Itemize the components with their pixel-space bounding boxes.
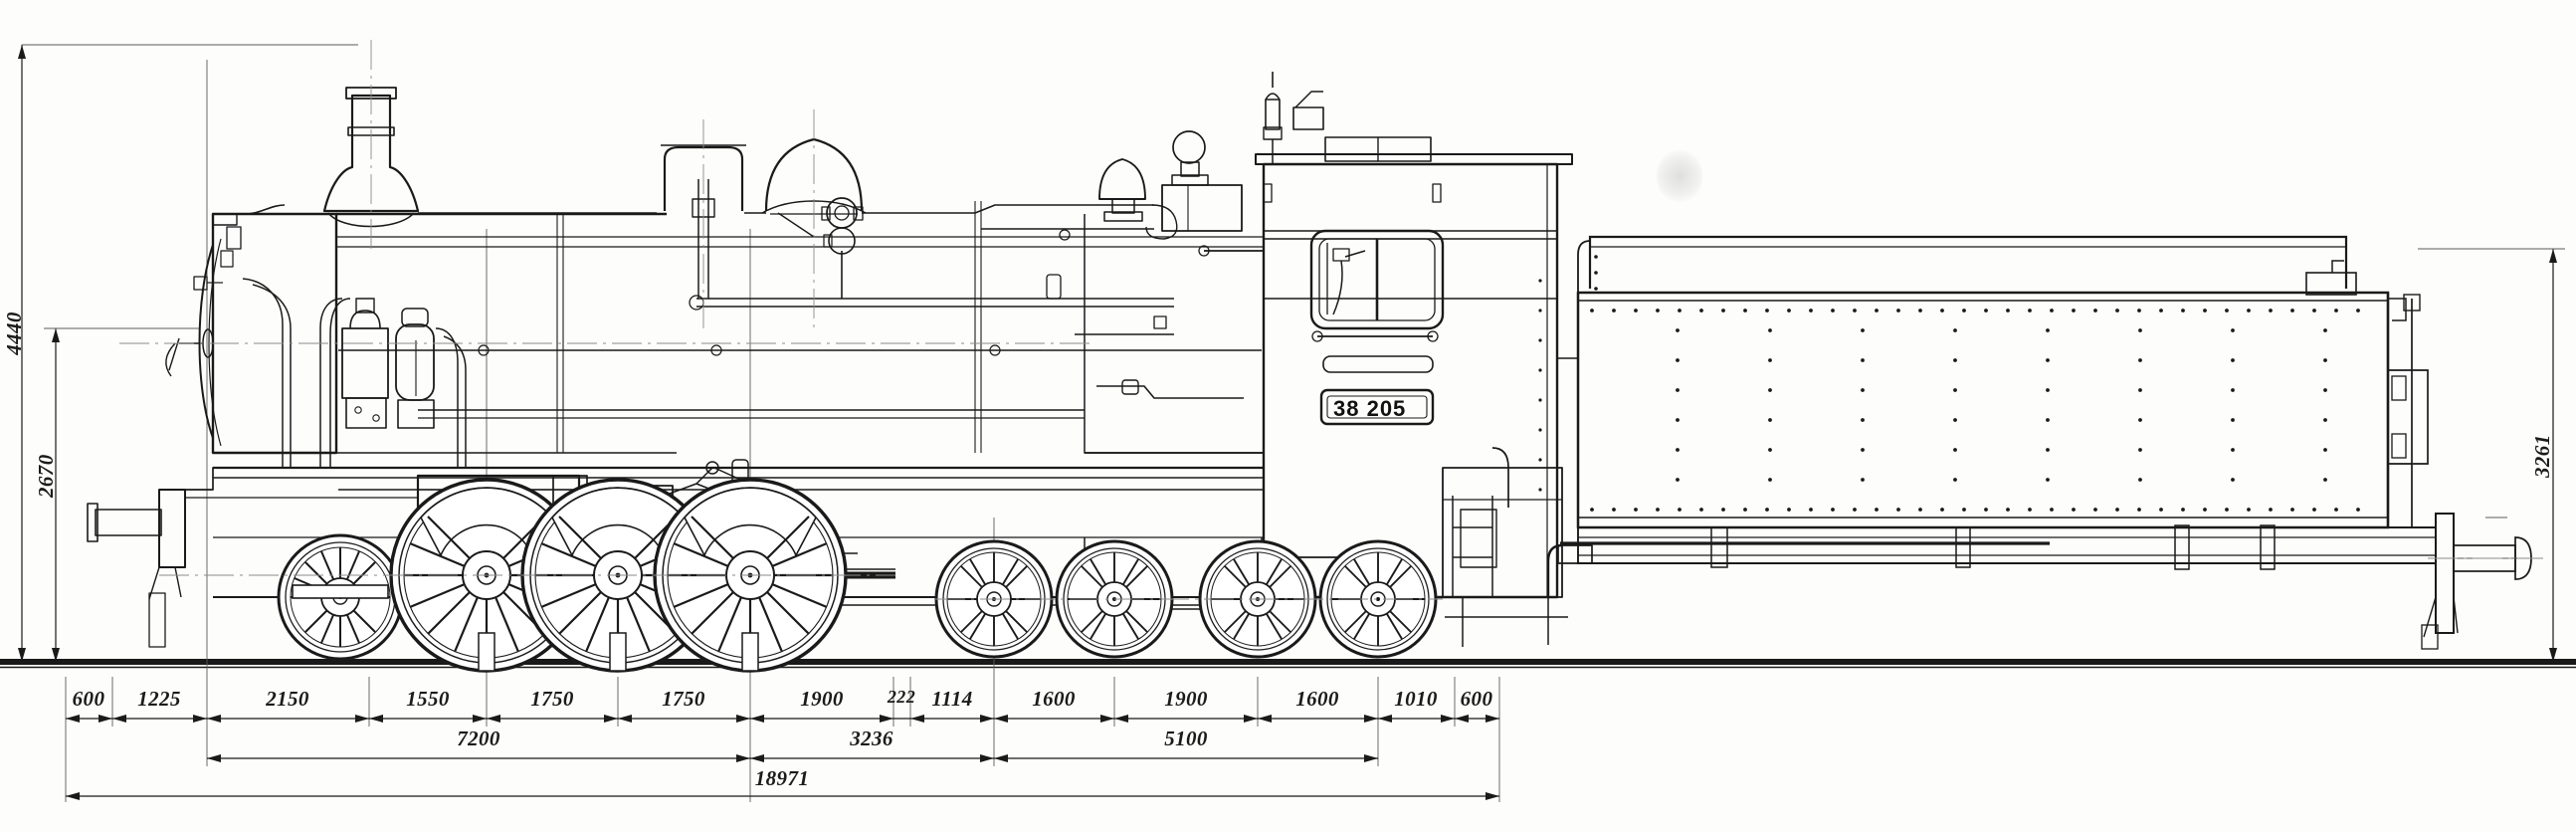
dim-label-1600-a: 1600 <box>1032 687 1076 711</box>
turbogenerator <box>1263 72 1324 164</box>
air-pump-cluster <box>341 298 435 429</box>
dim-label-1750-a: 1750 <box>530 687 574 711</box>
boiler-side-fittings <box>1075 315 1244 399</box>
safety-valve-cluster <box>1098 158 1146 222</box>
rear-drag-box <box>1442 467 1593 647</box>
dim-label-1225: 1225 <box>137 687 181 711</box>
dim-line-tender-height-right <box>2418 248 2565 662</box>
tender-coal-rails <box>1577 235 2348 293</box>
firebox <box>1084 214 1265 454</box>
dim-label-1550: 1550 <box>406 687 450 711</box>
dim-label-600-front: 600 <box>72 687 105 711</box>
feedwater-piping <box>242 278 467 468</box>
dim-label-5100: 5100 <box>1164 727 1208 750</box>
front-buffer-beam <box>87 489 186 648</box>
dim-label-3261: 3261 <box>2530 434 2554 478</box>
dim-label-3236: 3236 <box>850 727 893 750</box>
locomotive-number-plate-text: 38 205 <box>1333 396 1407 421</box>
tender-axle-3 <box>1198 539 1317 659</box>
dim-label-1600-b: 1600 <box>1295 687 1339 711</box>
dim-label-overall-height-left: 4440 <box>2 312 26 355</box>
dim-label-18971: 18971 <box>754 766 810 790</box>
dim-label-1900-b: 1900 <box>1164 687 1208 711</box>
tender-rivets <box>1590 309 2360 512</box>
dim-label-1900-a: 1900 <box>800 687 844 711</box>
dim-label-600-rear: 600 <box>1460 687 1493 711</box>
running-plate <box>213 344 1264 491</box>
dim-label-2670: 2670 <box>34 454 58 498</box>
dim-arrow-ticks <box>66 715 1499 723</box>
dim-line-wheelbase-groups <box>207 754 1378 762</box>
dim-label-2150: 2150 <box>266 687 309 711</box>
dim-line-axle-chain <box>66 715 1499 723</box>
dim-label-1750-b: 1750 <box>662 687 705 711</box>
dim-label-7200: 7200 <box>457 727 500 750</box>
tender-axle-4 <box>1318 539 1438 659</box>
boiler-barrel <box>336 201 1264 454</box>
dim-line-overall-length <box>66 792 1499 800</box>
dim-label-1010: 1010 <box>1394 687 1438 711</box>
whistle-and-stack <box>1161 130 1243 232</box>
leading-pony-truck-wheel <box>277 533 404 661</box>
dim-line-overall-height-left <box>18 44 358 662</box>
dimension-lines <box>18 44 2565 800</box>
centre-lines <box>119 40 2543 600</box>
rail-ground-line <box>0 659 2576 669</box>
dim-label-1114: 1114 <box>931 687 973 711</box>
dim-label-222: 222 <box>887 687 916 707</box>
dim-line-boiler-centre-height <box>44 327 199 662</box>
wheelsets <box>277 478 1438 673</box>
tender-axle-2 <box>1055 539 1174 659</box>
tender-rear-fittings <box>2305 260 2429 527</box>
